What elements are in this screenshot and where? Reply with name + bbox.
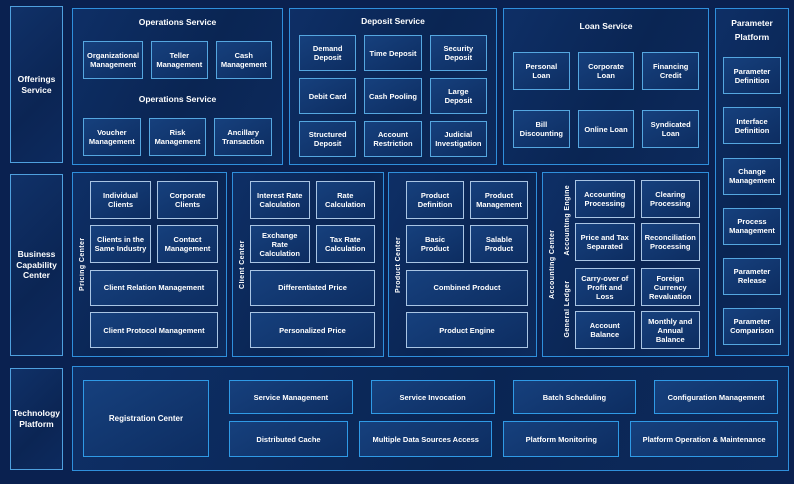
technology-platform-panel: Registration Center Service Management S… <box>72 366 789 471</box>
operations-row-2: Voucher Management Risk Management Ancil… <box>83 117 272 156</box>
diagram-box: Basic Product <box>406 225 464 263</box>
diagram-box: Teller Management <box>151 41 208 80</box>
diagram-box: Large Deposit <box>429 78 487 114</box>
diagram-box: Service Invocation <box>370 380 495 414</box>
client-center-label: Client Center <box>239 240 246 289</box>
product-center-panel: Product Center Product Definition Produc… <box>388 172 537 357</box>
diagram-box: Differentiated Price <box>250 269 375 306</box>
diagram-box: Tax Rate Calculation <box>315 225 375 263</box>
rail-technology-label: Technology Platform <box>12 408 61 429</box>
rail-business-label: Business Capability Center <box>16 249 57 281</box>
diagram-box: Foreign Currency Revaluation <box>640 268 700 307</box>
diagram-box: Product Engine <box>406 312 528 348</box>
diagram-box: Risk Management <box>148 117 207 156</box>
diagram-box: Exchange Rate Calculation <box>250 225 310 263</box>
deposit-grid: Demand Deposit Time Deposit Security Dep… <box>299 35 487 157</box>
technology-row-1: Service Management Service Invocation Ba… <box>229 380 778 414</box>
diagram-box: Syndicated Loan <box>642 110 699 148</box>
parameter-platform-panel: Parameter Platform Parameter Definition … <box>715 8 789 356</box>
diagram-box: Price and Tax Separated <box>575 222 635 261</box>
diagram-box: Rate Calculation <box>315 181 375 219</box>
loan-row-2: Bill Discounting Online Loan Syndicated … <box>513 110 699 148</box>
diagram-box: Clients in the Same Industry <box>90 225 151 263</box>
diagram-box: Account Balance <box>575 311 635 350</box>
accounting-center-panel: Accounting Center Accounting Engine Acco… <box>542 172 709 357</box>
diagram-box: Parameter Release <box>723 257 781 295</box>
rail-business-capability-center: Business Capability Center <box>10 174 63 356</box>
general-ledger-label: General Ledger <box>564 280 571 338</box>
general-ledger-group: General Ledger Carry-over of Profit and … <box>560 268 700 351</box>
diagram-box: Interface Definition <box>723 107 781 145</box>
operations-service-subtitle: Operations Service <box>138 93 217 104</box>
diagram-box: Contact Management <box>157 225 218 263</box>
diagram-box: Ancillary Transaction <box>214 117 272 156</box>
operations-service-title: Operations Service <box>138 17 217 27</box>
loan-service-panel: Loan Service Personal Loan Corporate Loa… <box>503 8 709 165</box>
diagram-box: Online Loan <box>577 110 635 148</box>
accounting-center-label: Accounting Center <box>549 229 556 300</box>
rail-technology-platform: Technology Platform <box>10 368 63 470</box>
loan-row-1: Personal Loan Corporate Loan Financing C… <box>513 51 699 90</box>
accounting-engine-group: Accounting Engine Accounting Processing … <box>560 179 700 262</box>
operations-row-1: Organizational Management Teller Managem… <box>83 41 272 80</box>
diagram-box: Monthly and Annual Balance <box>640 311 700 350</box>
diagram-box: Account Restriction <box>364 121 422 157</box>
diagram-box: Interest Rate Calculation <box>250 181 310 219</box>
diagram-box: Accounting Processing <box>575 179 635 218</box>
diagram-box: Batch Scheduling <box>512 380 637 414</box>
rail-offerings-label: Offerings Service <box>17 73 56 95</box>
diagram-box: Carry-over of Profit and Loss <box>575 268 635 307</box>
diagram-box: Judicial Investigation <box>429 121 487 157</box>
diagram-box: Distributed Cache <box>229 421 349 457</box>
diagram-box: Process Management <box>723 207 781 245</box>
client-center-panel: Client Center Interest Rate Calculation … <box>232 172 384 357</box>
operations-service-panel: Operations Service Organizational Manage… <box>72 8 283 165</box>
pricing-center-label: Pricing Center <box>79 237 86 292</box>
diagram-box: Combined Product <box>406 269 528 306</box>
rail-offerings-service: Offerings Service <box>10 6 63 163</box>
accounting-engine-label: Accounting Engine <box>564 184 571 256</box>
diagram-box: Bill Discounting <box>513 110 570 148</box>
diagram-box: Financing Credit <box>642 51 699 90</box>
diagram-box: Change Management <box>723 157 781 195</box>
registration-center-box: Registration Center <box>83 380 209 457</box>
diagram-box: Personal Loan <box>513 51 570 90</box>
deposit-service-title: Deposit Service <box>361 16 425 26</box>
diagram-box: Voucher Management <box>83 117 141 156</box>
diagram-box: Personalized Price <box>250 312 375 348</box>
diagram-box: Individual Clients <box>90 181 151 219</box>
loan-service-title: Loan Service <box>579 21 633 31</box>
diagram-box: Clearing Processing <box>640 179 700 218</box>
diagram-box: Product Definition <box>406 181 464 219</box>
diagram-box: Salable Product <box>470 225 528 263</box>
diagram-box: Corporate Loan <box>577 51 635 90</box>
diagram-box: Cash Pooling <box>364 78 422 114</box>
diagram-box: Platform Operation & Maintenance <box>630 421 778 457</box>
diagram-box: Parameter Comparison <box>723 307 781 345</box>
diagram-box: Debit Card <box>299 78 357 114</box>
diagram-box: Structured Deposit <box>299 121 357 157</box>
deposit-service-panel: Deposit Service Demand Deposit Time Depo… <box>289 8 497 165</box>
diagram-box: Corporate Clients <box>157 181 218 219</box>
diagram-box: Platform Monitoring <box>503 421 620 457</box>
diagram-box: Parameter Definition <box>723 57 781 95</box>
diagram-box: Demand Deposit <box>299 35 357 71</box>
diagram-box: Client Protocol Management <box>90 312 218 348</box>
diagram-box: Configuration Management <box>654 380 778 414</box>
diagram-box: Security Deposit <box>429 35 487 71</box>
technology-row-2: Distributed Cache Multiple Data Sources … <box>229 421 778 457</box>
diagram-box: Reconciliation Processing <box>640 222 700 261</box>
diagram-box: Product Management <box>470 181 528 219</box>
parameter-platform-title: Parameter Platform <box>731 18 773 42</box>
diagram-box: Client Relation Management <box>90 269 218 306</box>
diagram-box: Time Deposit <box>364 35 422 71</box>
product-center-label: Product Center <box>395 236 402 293</box>
pricing-center-panel: Pricing Center Individual Clients Corpor… <box>72 172 227 357</box>
diagram-box: Cash Management <box>215 41 272 80</box>
diagram-box: Organizational Management <box>83 41 144 80</box>
diagram-box: Multiple Data Sources Access <box>359 421 493 457</box>
diagram-box: Service Management <box>229 380 353 414</box>
